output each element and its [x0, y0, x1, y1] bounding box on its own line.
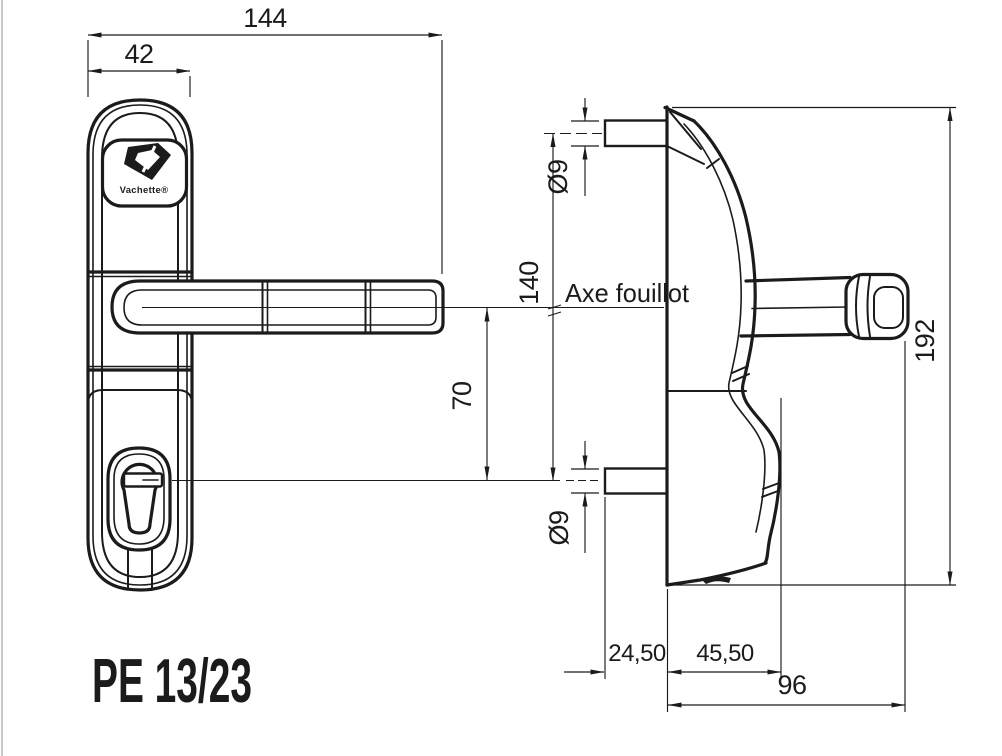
- front-view: Vachette®: [86, 98, 445, 592]
- plate-section-lines: [86, 270, 194, 590]
- dim-label-96: 96: [777, 670, 806, 700]
- dim-label-140: 140: [514, 261, 544, 305]
- dim-label-70: 70: [447, 381, 477, 410]
- dim-label-45-50: 45,50: [696, 640, 754, 667]
- dim-label-d9-bottom: Ø9: [544, 510, 574, 545]
- side-profile: [663, 105, 782, 587]
- dim-label-d9-top: Ø9: [543, 159, 573, 194]
- screw-lug-bottom: [603, 467, 669, 495]
- bottom-foot-detail: [703, 576, 731, 584]
- dim-label-192: 192: [910, 319, 940, 363]
- dim-diameter-top: Ø9: [543, 98, 588, 196]
- side-view: [603, 105, 910, 587]
- dim-label-42: 42: [124, 39, 153, 69]
- dim-label-144: 144: [243, 3, 287, 33]
- cylinder-recess-inner: [113, 453, 165, 545]
- screw-lug-top: [603, 119, 669, 148]
- dimension-annotations: 144 42 140 70 Ø9 Ø9 192 24,50 45,50: [87, 3, 956, 712]
- dim-label-24-50: 24,50: [608, 640, 666, 667]
- product-code-label: PE 13/23: [92, 647, 252, 716]
- cylinder-keyhole: [106, 446, 172, 552]
- spindle-axis-label: Axe fouillot: [565, 278, 690, 308]
- extension-lines: [87, 40, 956, 712]
- lever-side: [739, 272, 910, 341]
- grip-end-cap: [844, 272, 910, 341]
- plate-inner-outline: [92, 104, 188, 586]
- brand-logo-text: Vachette®: [120, 185, 169, 196]
- profile-inner-curve: [683, 123, 766, 533]
- dim-diameter-bottom: Ø9: [544, 441, 588, 553]
- plate-frame-outline: [101, 111, 179, 579]
- bottom-edge: [665, 561, 768, 587]
- brand-plaque: Vachette®: [100, 138, 189, 208]
- profile-outer-curve: [692, 119, 782, 565]
- grip-end-face: [873, 286, 904, 329]
- vachette-logo-icon: [124, 143, 171, 180]
- lever-inner-line: [123, 289, 437, 326]
